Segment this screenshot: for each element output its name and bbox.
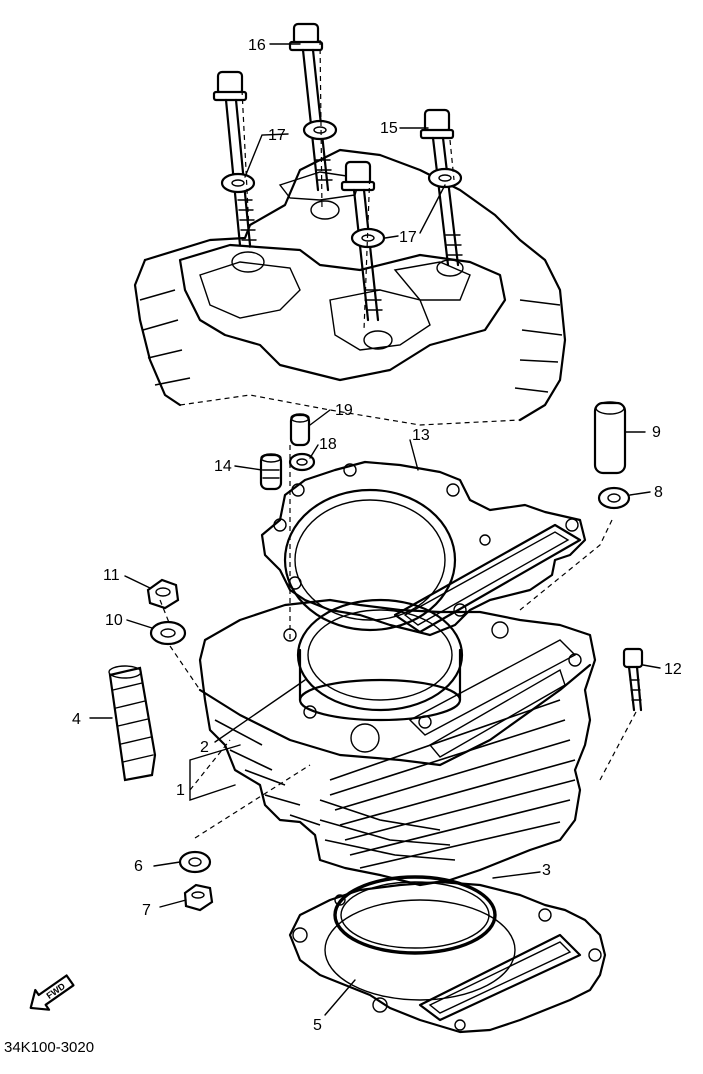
label-10: 10 (105, 612, 123, 629)
label-12: 12 (664, 661, 682, 678)
label-13: 13 (412, 427, 430, 444)
label-2: 2 (200, 739, 209, 756)
label-11: 11 (103, 567, 120, 584)
nut-11 (146, 578, 180, 610)
cylinder-block-1 (189, 598, 597, 887)
nut-7 (183, 883, 214, 912)
stud-bolt-12 (622, 647, 644, 712)
label-16: 16 (248, 37, 266, 54)
label-18: 18 (319, 436, 337, 453)
label-17-right: 17 (399, 229, 417, 246)
leader-lines (89, 39, 661, 1016)
o-ring-3 (333, 875, 497, 955)
dowel-pin-9 (593, 401, 627, 475)
head-washers-17 (220, 119, 463, 249)
cylinder-head-outline (133, 148, 567, 426)
figure-code: 34K100-3020 (4, 1039, 94, 1056)
dowel-pin-14 (259, 453, 283, 491)
head-gasket-13 (260, 460, 587, 637)
label-14: 14 (214, 458, 232, 475)
washer-6 (178, 850, 212, 874)
label-9: 9 (652, 424, 661, 441)
label-5: 5 (313, 1017, 322, 1034)
head-bolt-16-right (288, 22, 333, 192)
label-3: 3 (542, 862, 551, 879)
head-bolt-15-right (419, 108, 463, 267)
head-bolt-15-left (340, 160, 383, 322)
label-8: 8 (654, 484, 663, 501)
label-15: 15 (380, 120, 398, 137)
head-bolt-16-left (212, 70, 257, 247)
label-6: 6 (134, 858, 143, 875)
dowel-pin-19 (289, 413, 311, 447)
forward-arrow: FWD (29, 974, 75, 1011)
o-ring-18 (288, 452, 316, 472)
washer-10 (149, 620, 187, 646)
part-labels: 1 2 3 4 5 6 7 8 9 10 11 12 13 14 15 16 1… (72, 37, 682, 1034)
label-1: 1 (176, 782, 185, 799)
damper-4 (108, 665, 157, 782)
label-19: 19 (335, 402, 353, 419)
base-gasket-5 (288, 880, 607, 1034)
label-17-left: 17 (268, 127, 286, 144)
label-4: 4 (72, 711, 81, 728)
o-ring-8 (597, 486, 631, 510)
label-7: 7 (142, 902, 151, 919)
